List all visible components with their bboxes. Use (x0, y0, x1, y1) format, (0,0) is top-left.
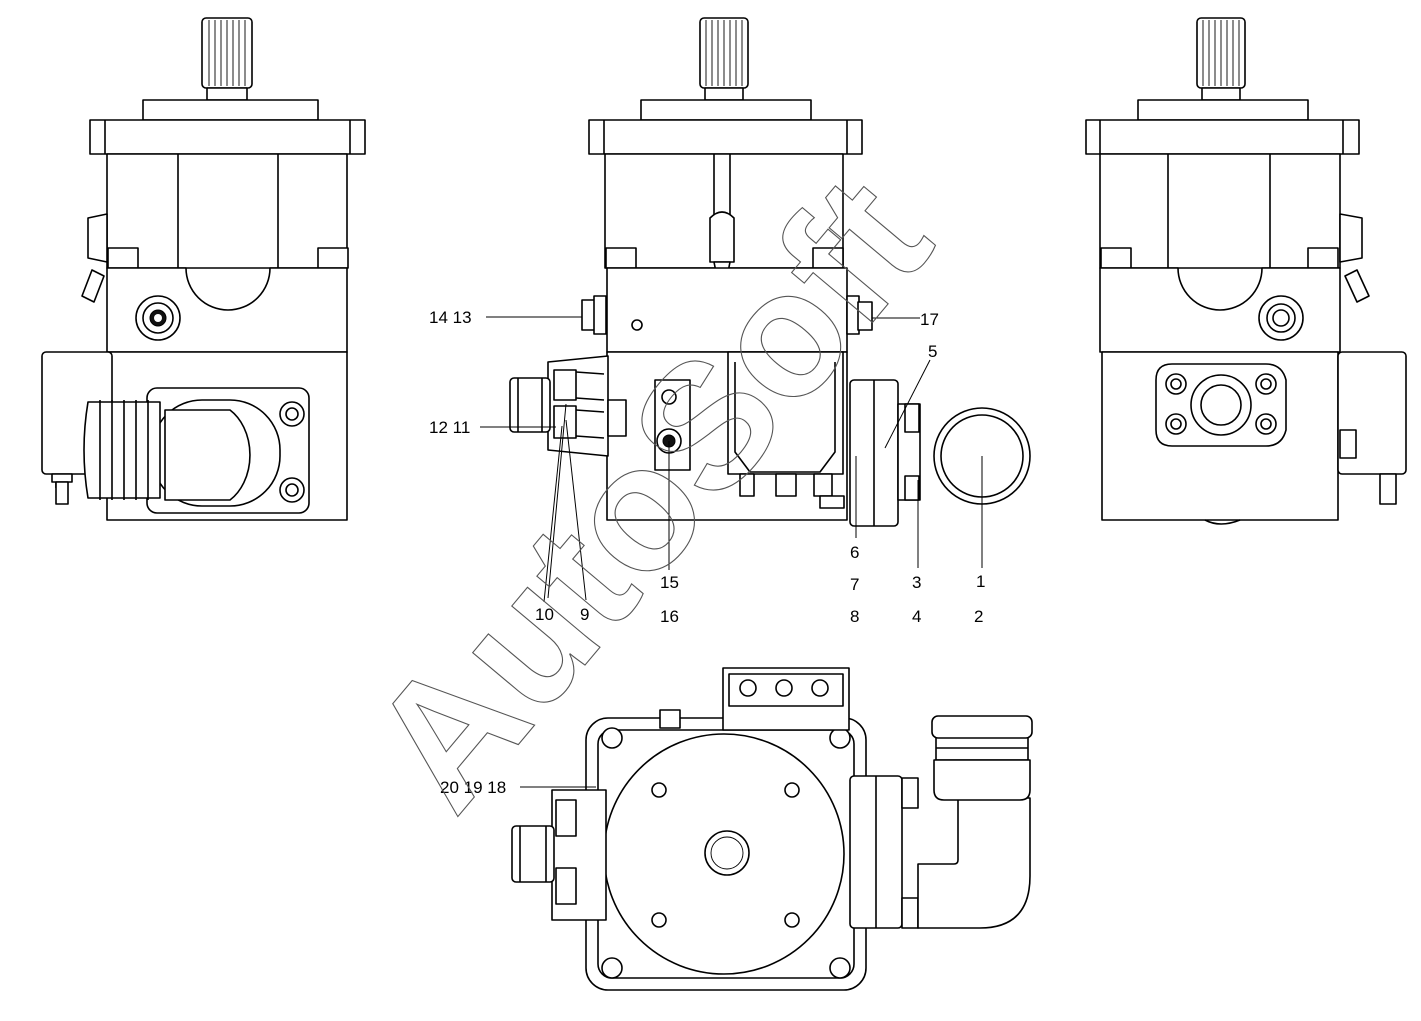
callout-15: 15 (660, 573, 679, 592)
view-top (511, 667, 1033, 991)
shaft-spline-front (699, 17, 749, 101)
view-right-side (1085, 17, 1407, 525)
shaft-spline-right (1196, 17, 1246, 101)
callout-1: 1 (976, 572, 985, 591)
callout-14-13: 14 13 (429, 308, 472, 327)
callout-7: 7 (850, 575, 859, 594)
leader-lines (480, 316, 983, 788)
callout-6: 6 (850, 543, 859, 562)
callout-10: 10 (535, 605, 554, 624)
callout-9: 9 (580, 605, 589, 624)
view-front (509, 17, 1031, 527)
callout-17: 17 (920, 310, 939, 329)
callout-4: 4 (912, 607, 921, 626)
callout-16: 16 (660, 607, 679, 626)
callout-20-19-18: 20 19 18 (440, 778, 506, 797)
callout-8: 8 (850, 607, 859, 626)
view-left-side (41, 17, 366, 521)
callout-3: 3 (912, 573, 921, 592)
callout-5: 5 (928, 342, 937, 361)
callout-12-11: 12 11 (429, 418, 470, 437)
shaft-spline (201, 17, 253, 101)
callout-labels: 14 13 12 11 17 5 6 7 8 3 4 1 2 10 9 15 1… (429, 308, 985, 797)
callout-2: 2 (974, 607, 983, 626)
